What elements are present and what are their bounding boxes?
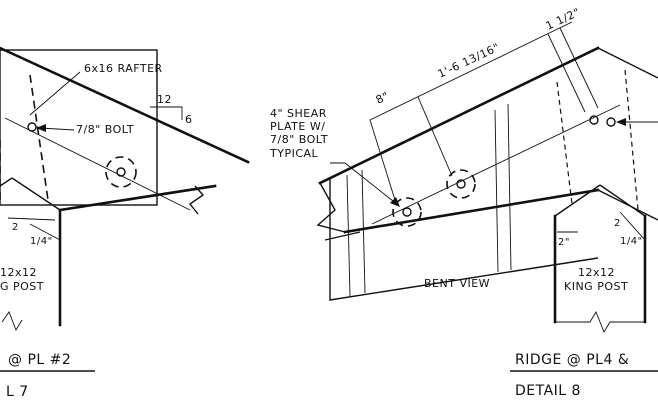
slope-run: 6: [185, 113, 193, 126]
detail-7: 6x16 RAFTER 12 6 7/8" BOLT 2 1/4" 12x12 …: [0, 46, 250, 400]
break-tail: [324, 231, 361, 241]
bolt-leader-arrow: [36, 124, 46, 132]
ridge-title: @ PL #2: [8, 352, 71, 368]
bolt-r3: [589, 115, 599, 125]
rafter-top-edge-r: [318, 46, 600, 185]
bolt-2: [116, 167, 126, 177]
stiffener-1: [346, 174, 351, 297]
bolt-r1: [402, 207, 412, 217]
stiffener-2: [361, 169, 366, 294]
shear-plate-line4: TYPICAL: [269, 147, 319, 160]
dim-line-2: [7, 217, 56, 221]
dim-8: 8": [374, 89, 391, 106]
rafter-leader: [29, 71, 81, 116]
bolt-r2: [456, 179, 466, 189]
post-break-r: [555, 310, 645, 334]
dim-2-r: 2: [614, 218, 621, 229]
post-name: G POST: [0, 280, 44, 293]
hidden-r2: [624, 69, 639, 211]
ridge-title-r: RIDGE @ PL4 &: [515, 352, 629, 368]
rafter-bottom-edge-r: [343, 188, 600, 234]
king-post-cut-l: [554, 184, 601, 217]
break-line-r: [316, 182, 346, 233]
ext-line-1: [369, 119, 396, 201]
shear-plate-line1: 4" SHEAR: [270, 107, 327, 120]
stiffener-3: [494, 109, 499, 273]
ext-line-4: [559, 27, 599, 109]
rafter-top-edge-r2: [597, 47, 658, 79]
bolt-centerline-r: [371, 104, 621, 225]
post-size-r: 12x12: [578, 266, 615, 279]
post-name-r: KING POST: [564, 280, 628, 293]
shear-plate-ring-r2: [446, 169, 476, 199]
ridge-bottom-left: [0, 177, 13, 187]
dim-2in: 2": [558, 237, 570, 248]
ext-line-2: [417, 96, 453, 177]
dim-quarter: 1/4": [30, 236, 53, 247]
hidden-r1: [556, 81, 573, 205]
stiffener-4: [507, 103, 512, 271]
shear-plate-line3: 7/8" BOLT: [270, 133, 328, 146]
shear-plate-arrow: [390, 197, 400, 207]
bolt-1: [27, 122, 37, 132]
rafter-top-edge: [0, 46, 250, 164]
ext-line-3: [547, 33, 586, 113]
dim-quarter-r: 1/4": [620, 236, 643, 247]
bent-view-label: BENT VIEW: [424, 277, 490, 290]
rafter-bottom-edge: [58, 184, 217, 212]
plate-outline: [329, 178, 599, 301]
break-line: [188, 185, 205, 215]
bolt-label: 7/8" BOLT: [76, 123, 134, 136]
king-post-cut-r: [599, 184, 646, 217]
detail-8: 4" SHEAR PLATE W/ 7/8" BOLT TYPICAL 8" 1…: [269, 6, 658, 399]
detail-title: L 7: [6, 384, 29, 400]
shear-plate-line2: PLATE W/: [270, 120, 325, 133]
slope-rise: 12: [157, 93, 172, 106]
post-size: 12x12: [0, 266, 37, 279]
bolt-leader-arrow-r: [616, 118, 626, 126]
bolt-centerline: [4, 117, 191, 211]
dim-line-quarter: [29, 223, 61, 241]
dim-line-top: [369, 21, 573, 121]
shear-plate-ring: [105, 156, 137, 188]
steel-plate-pl2: [0, 49, 158, 206]
shear-plate-ring-r1: [392, 197, 422, 227]
dim-2: 2: [12, 222, 19, 233]
shear-plate-leader: [330, 162, 399, 206]
slope-triangle: [150, 106, 183, 120]
rafter-label: 6x16 RAFTER: [84, 62, 163, 75]
post-break: [1, 311, 23, 332]
dim-one-half: 1 1/2": [544, 6, 582, 33]
dim-line-quarter-r: [619, 211, 646, 241]
hidden-line: [29, 74, 49, 201]
bolt-r4: [606, 117, 616, 127]
detail-title-r: DETAIL 8: [515, 383, 581, 399]
